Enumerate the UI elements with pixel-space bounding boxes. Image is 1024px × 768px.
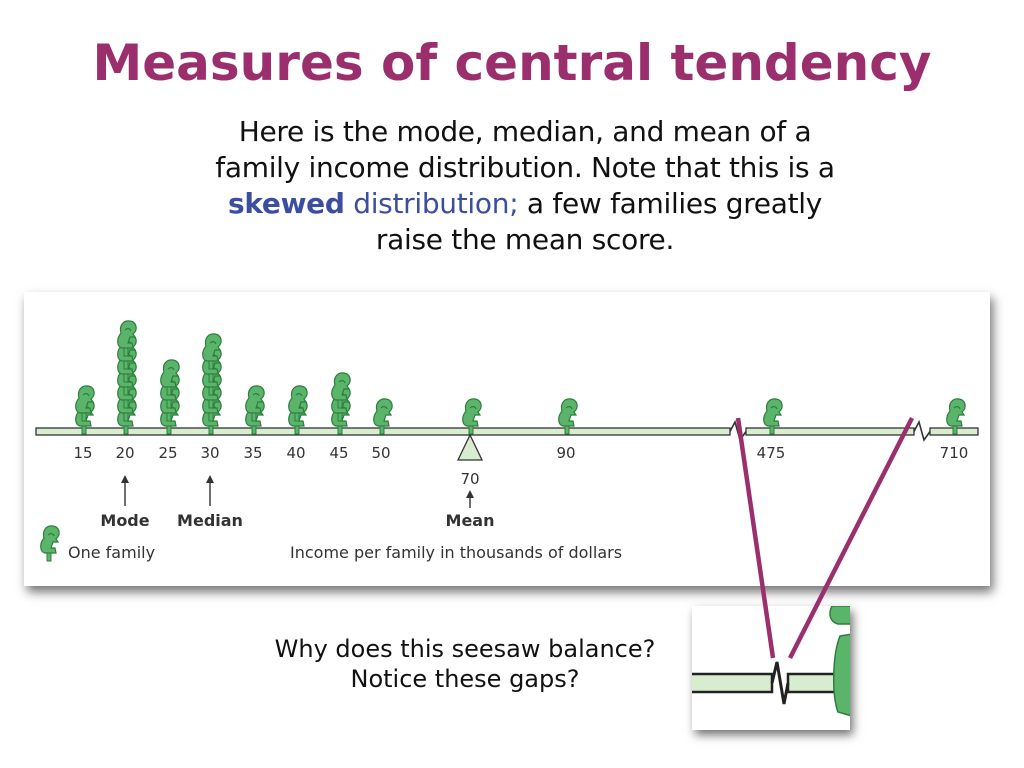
zoomed-family-icon [829, 606, 850, 625]
subtitle-line-3: skewed distribution; a few families grea… [120, 186, 930, 222]
fulcrum [456, 433, 484, 461]
keyword-skewed: skewed [227, 187, 345, 220]
tick-label-15: 15 [73, 444, 92, 462]
keyword-distribution: distribution; [344, 187, 519, 220]
tick-label-50: 50 [371, 444, 390, 462]
mean-value-label: 70 [460, 470, 479, 488]
axis-label: Income per family in thousands of dollar… [290, 543, 622, 562]
slide-title: Measures of central tendency [92, 34, 932, 92]
zoomed-beam-left [692, 672, 774, 694]
mean-label: Mean [446, 511, 495, 530]
marker-median: Median [177, 475, 243, 530]
income-dot-plot: 15 20 25 30 35 40 45 50 90 475 710 Mode Median 70 … [35, 320, 979, 562]
legend: One family [40, 525, 155, 562]
marker-mean: 70 Mean [446, 470, 495, 530]
tick-label-710: 710 [940, 444, 969, 462]
income-distribution-figure: 15 20 25 30 35 40 45 50 90 475 710 Mode Median 70 … [24, 292, 990, 586]
tick-label-40: 40 [286, 444, 305, 462]
tick-label-30: 30 [200, 444, 219, 462]
discussion-questions: Why does this seesaw balance? Notice the… [230, 634, 700, 694]
subtitle-line-1: Here is the mode, median, and mean of a [238, 115, 812, 148]
median-label: Median [177, 511, 243, 530]
legend-label: One family [68, 543, 155, 562]
tick-labels: 15 20 25 30 35 40 45 50 90 475 710 [73, 444, 968, 462]
seesaw-beam [35, 419, 979, 442]
slide-subtitle: Here is the mode, median, and mean of a … [120, 114, 930, 258]
question-2: Notice these gaps? [350, 665, 580, 693]
fulcrum-icon [456, 433, 484, 461]
tick-label-475: 475 [757, 444, 786, 462]
zoomed-axis-break [770, 661, 790, 705]
axis-break-2 [913, 419, 931, 442]
tick-label-90: 90 [556, 444, 575, 462]
legend-family-icon [40, 525, 60, 562]
tick-label-45: 45 [329, 444, 348, 462]
question-1: Why does this seesaw balance? [274, 635, 656, 663]
gap-zoom-svg [692, 606, 850, 717]
subtitle-line-3-rest: a few families greatly [518, 187, 822, 220]
marker-mode: Mode [100, 475, 150, 530]
tick-label-35: 35 [243, 444, 262, 462]
subtitle-line-4: raise the mean score. [375, 223, 675, 256]
axis-break-1 [729, 419, 747, 442]
mode-label: Mode [100, 511, 149, 530]
gap-zoom-inset [692, 606, 850, 730]
tick-label-20: 20 [115, 444, 134, 462]
family-stacks [75, 320, 966, 435]
subtitle-line-2: family income distribution. Note that th… [215, 151, 835, 184]
tick-label-25: 25 [158, 444, 177, 462]
